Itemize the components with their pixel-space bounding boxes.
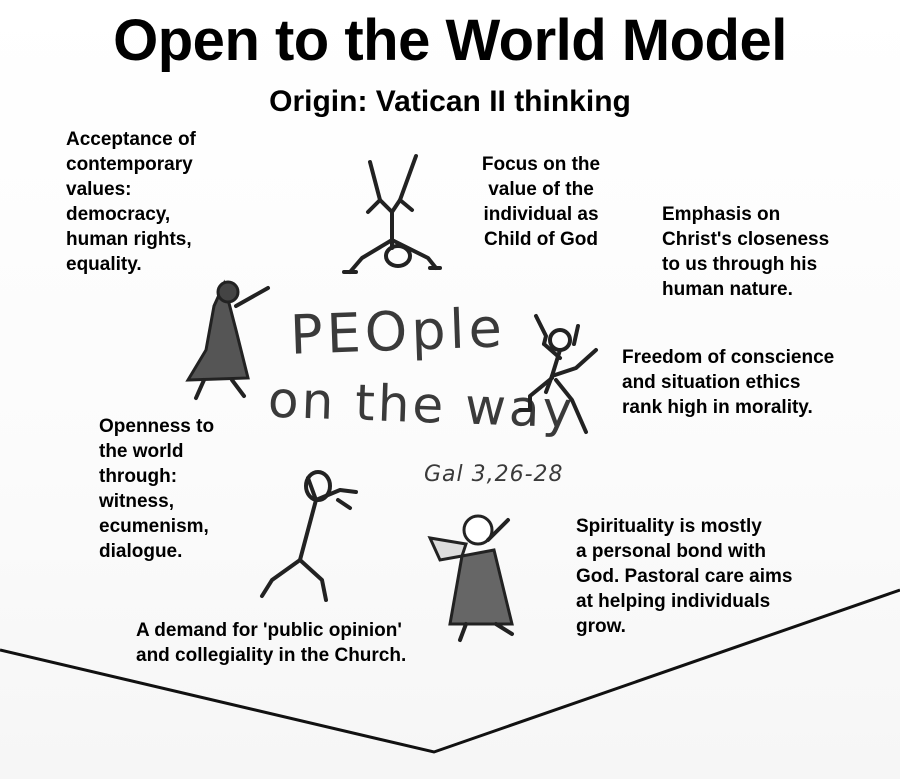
page-subtitle: Origin: Vatican II thinking <box>269 85 631 118</box>
note-spirituality: Spirituality is mostly a personal bond w… <box>576 516 793 637</box>
bible-reference: Gal 3,26-28 <box>424 462 564 487</box>
woman-figure <box>185 279 270 400</box>
note-focus: Focus on the value of the individual as … <box>481 154 601 250</box>
dancing-figure <box>518 314 598 434</box>
note-demand: A demand for 'public opinion' and colleg… <box>136 620 407 666</box>
note-freedom: Freedom of conscience and situation ethi… <box>622 347 835 418</box>
note-acceptance: Acceptance of contemporary values: democ… <box>66 129 196 275</box>
handstand-figure <box>342 154 442 274</box>
note-openness: Openness to the world through: witness, … <box>99 416 215 562</box>
page-title: Open to the World Model <box>113 8 787 73</box>
pennant-border <box>0 588 900 754</box>
note-christ: Emphasis on Christ's closeness to us thr… <box>662 204 830 300</box>
girl-figure <box>427 514 514 642</box>
running-figure <box>260 470 358 602</box>
